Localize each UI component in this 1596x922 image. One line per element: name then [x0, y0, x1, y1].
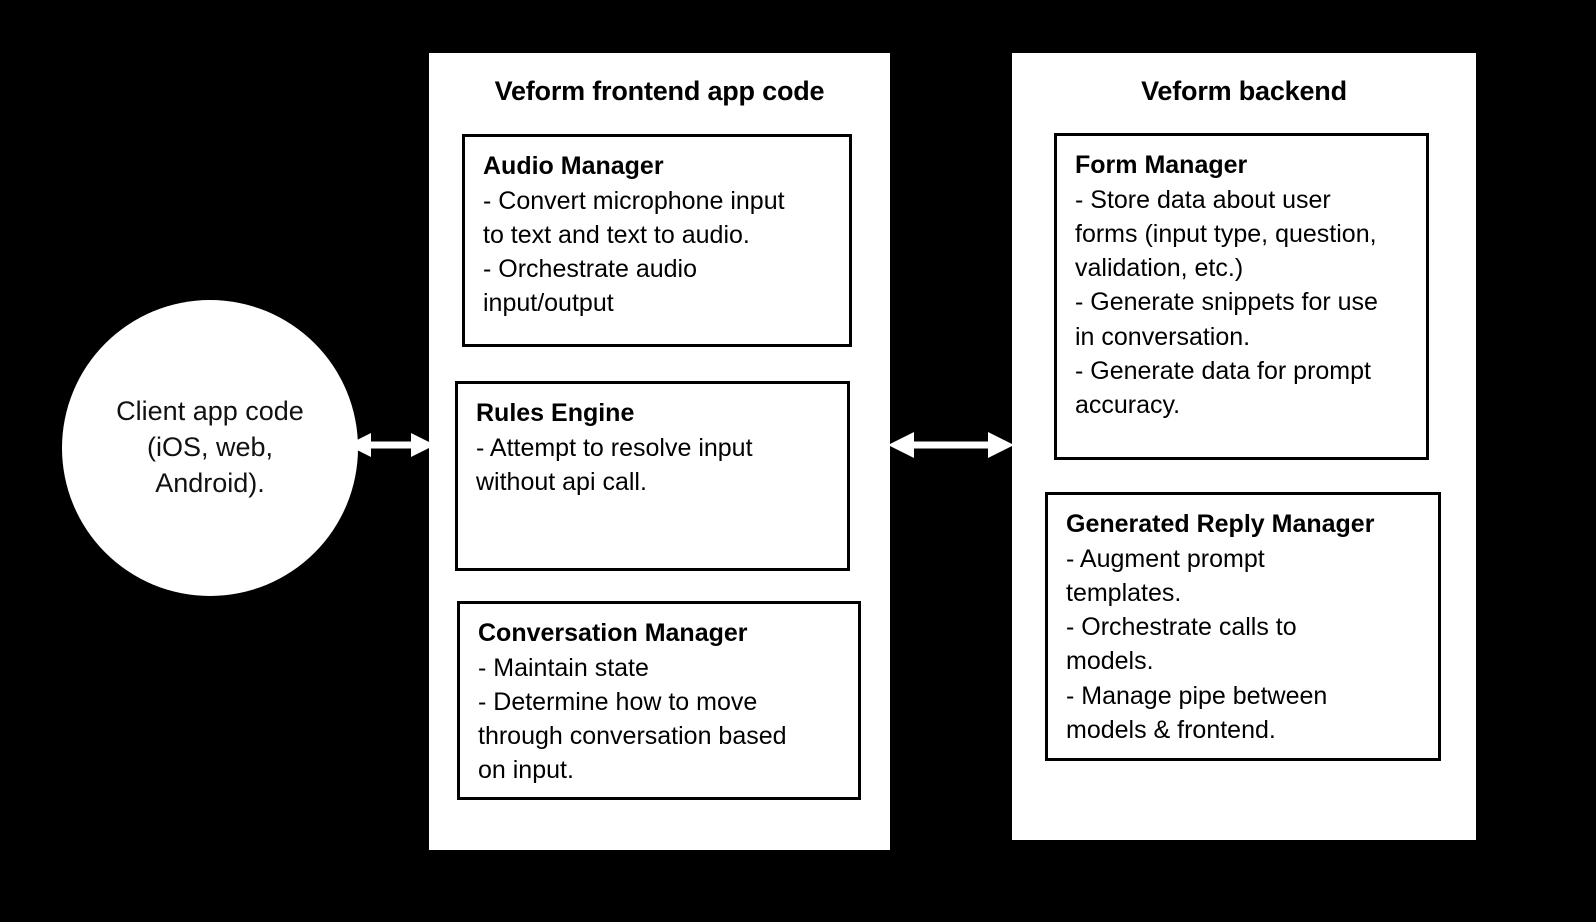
connector-client-to-frontend	[347, 428, 435, 462]
module-audio-manager: Audio Manager - Convert microphone input…	[462, 134, 852, 347]
connector-frontend-to-backend	[888, 428, 1014, 462]
module-title: Conversation Manager	[478, 619, 748, 647]
panel-frontend-title: Veform frontend app code	[494, 76, 825, 106]
panel-backend-title: Veform backend	[1141, 76, 1347, 106]
client-app-node: Client app code (iOS, web, Android).	[62, 300, 358, 596]
module-title: Form Manager	[1075, 151, 1248, 179]
module-title: Rules Engine	[476, 399, 635, 427]
module-bullets: - Maintain state - Determine how to move…	[478, 653, 787, 785]
module-title: Audio Manager	[483, 152, 664, 180]
module-title: Generated Reply Manager	[1066, 510, 1375, 538]
module-bullets: - Store data about user forms (input typ…	[1075, 185, 1378, 420]
module-bullets: - Augment prompt templates. - Orchestrat…	[1066, 544, 1328, 744]
module-bullets: - Attempt to resolve input without api c…	[476, 433, 753, 496]
module-bullets: - Convert microphone input to text and t…	[483, 186, 785, 318]
module-conversation-manager: Conversation Manager - Maintain state - …	[457, 601, 861, 800]
module-generated-reply-manager: Generated Reply Manager - Augment prompt…	[1045, 492, 1441, 761]
panel-veform-backend: Veform backend Form Manager - Store data…	[1012, 53, 1476, 840]
panel-veform-frontend: Veform frontend app code Audio Manager -…	[429, 53, 890, 850]
module-form-manager: Form Manager - Store data about user for…	[1054, 133, 1429, 460]
client-app-label: Client app code (iOS, web, Android).	[116, 396, 304, 498]
module-rules-engine: Rules Engine - Attempt to resolve input …	[455, 381, 850, 571]
